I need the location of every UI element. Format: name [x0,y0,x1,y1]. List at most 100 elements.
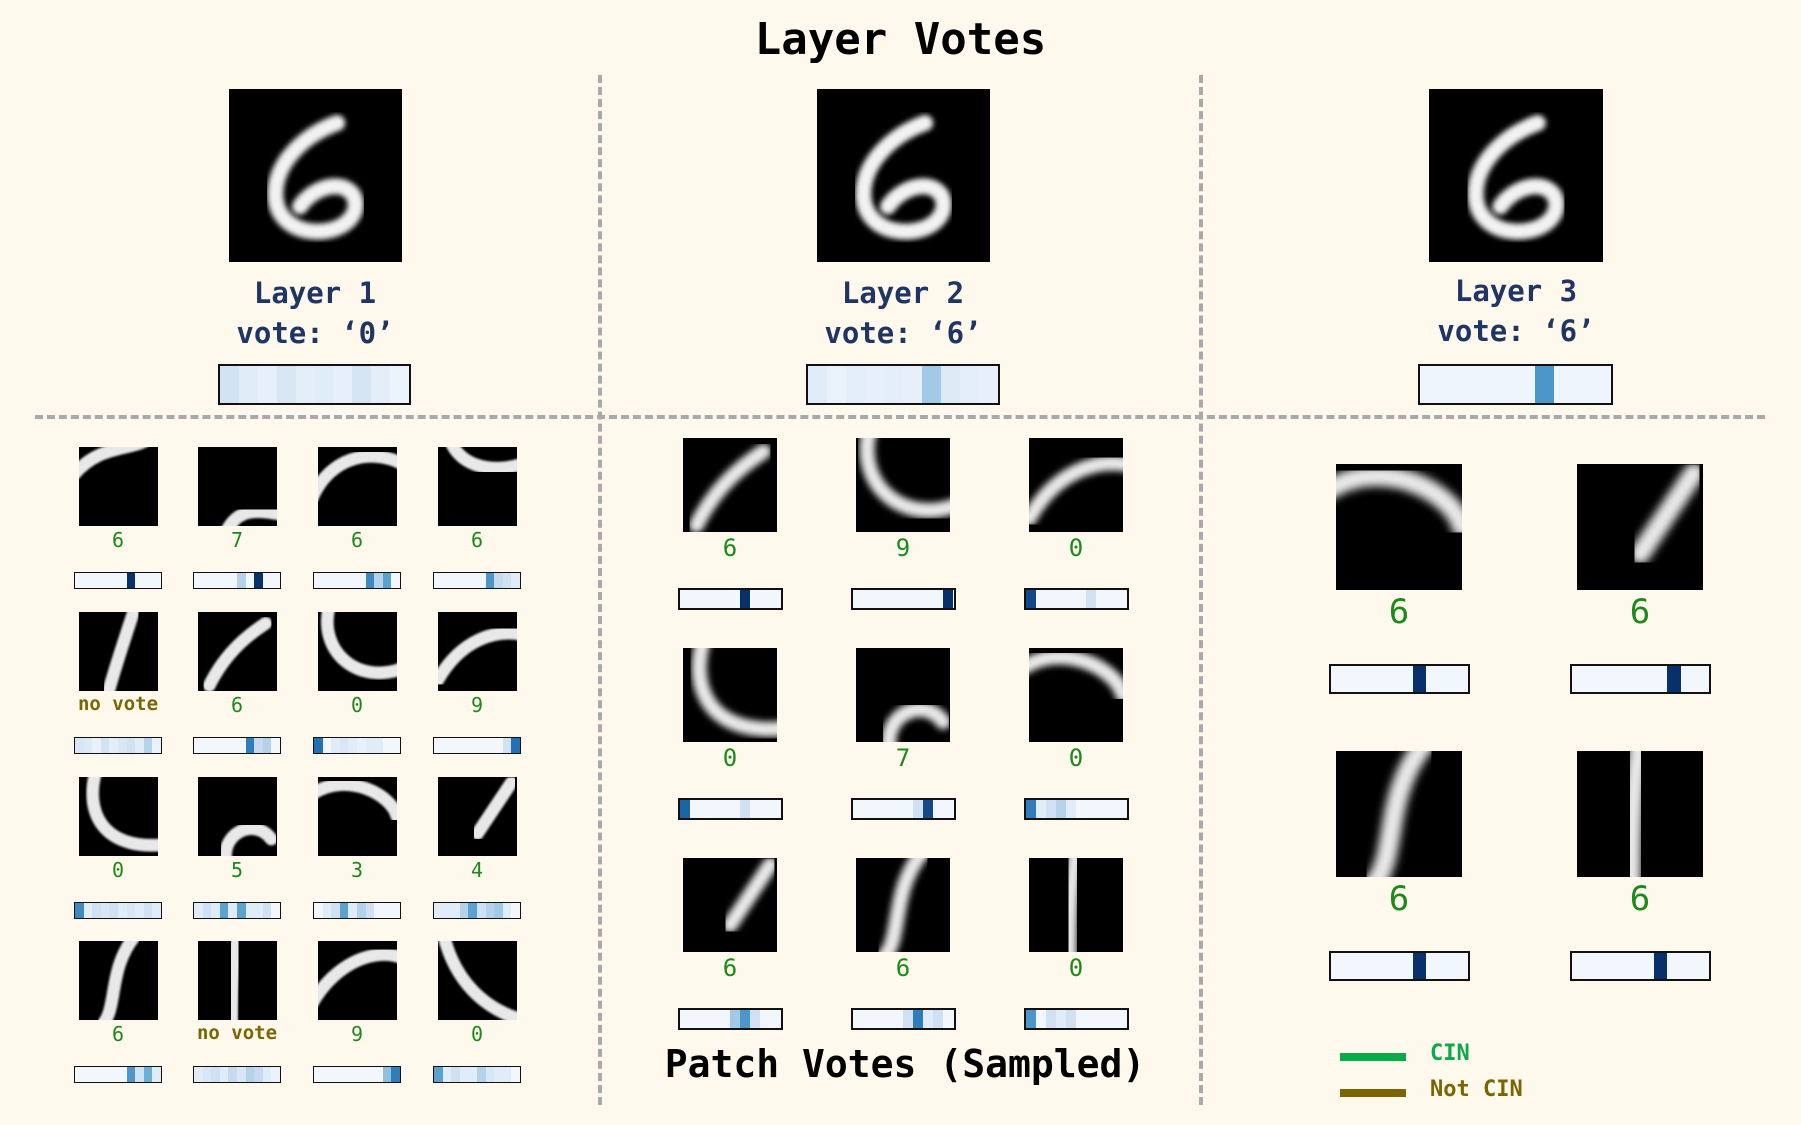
layer-3-patch-3-vote-bar-class-8-cell [1440,953,1454,979]
layer-1-patch-8-vote-bar-class-2-cell [451,738,460,753]
patch-stroke [317,778,397,823]
layer-1-patch-10-vote-bar-class-1-cell [202,903,212,918]
layer-1-patch-10-label: 5 [230,858,244,882]
layer-3-patch-3-vote-bar-class-4-cell [1385,953,1400,979]
layer-2-patch-5-vote-bar-class-7-cell [923,800,934,818]
layer-2-patch-2-vote-bar-class-0-cell [852,590,863,608]
layer-2-patch-7-label: 6 [722,954,738,982]
layer-3-vote-bar-class-8-cell [1572,366,1592,403]
layer-3-patch-1-vote-bar-class-9-cell [1453,666,1468,692]
layer-1-patch-3-vote-bar-class-1-cell [322,573,332,588]
layer-2-patch-4-vote-bar [677,798,783,820]
layer-2-patch-2-vote-bar-class-2-cell [872,590,883,608]
layer-3-name: Layer 3 [1454,274,1578,308]
layer-1-patch-12-vote-bar-class-2-cell [451,903,460,918]
patch-stroke [445,447,517,475]
layer-2-vote-bar-class-4-cell [884,366,903,403]
layer-1-patch-8-image [437,612,517,691]
layer-2-patch-2-vote-bar [850,588,956,610]
layer-1-patch-8-vote-bar-class-4-cell [468,738,477,753]
layer-3-patch-1-vote-bar-class-6-cell [1412,666,1427,692]
layer-1-patch-15-vote-bar-class-1-cell [322,1067,332,1082]
layer-2-patch-8-vote-bar-class-2-cell [872,1010,883,1028]
layer-2-patch-9-vote-bar-class-7-cell [1096,1010,1107,1028]
layer-1-patch-8-label: 9 [470,693,484,717]
row-divider [35,415,1765,419]
layer-1-patch-12-vote-bar-class-7-cell [494,903,503,918]
layer-3-patch-3-vote-bar [1328,951,1470,981]
layer-2-patch-1-image [683,438,777,532]
layer-1-vote: vote: ‘0’ [236,316,394,350]
layer-2-patch-9-vote-bar-class-4-cell [1065,1010,1076,1028]
layer-2-patch-8-vote-bar-class-1-cell [862,1010,873,1028]
layer-3-patch-4-vote-bar-class-0-cell [1571,953,1586,979]
layer-1-patch-8-vote-bar-class-8-cell [502,738,512,753]
layer-1-patch-10-vote-bar-class-9-cell [271,903,280,918]
patch-stroke [437,626,517,687]
layer-2-patch-7-vote-bar-class-6-cell [740,1010,751,1028]
layer-2-patch-9-vote-bar-class-5-cell [1075,1010,1087,1028]
layer-2-patch-6-image [1029,648,1123,742]
layer-1-patch-2-vote-bar-class-6-cell [245,573,255,588]
patch-stroke [878,858,928,952]
layer-3-patch-4-vote-bar-class-6-cell [1653,953,1668,979]
layer-2-patch-6-vote-bar-class-8-cell [1106,800,1117,818]
layer-1-name: Layer 1 [253,276,377,310]
layer-1-patch-14-vote-bar-class-5-cell [236,1067,246,1082]
layer-2-patch-1-vote-bar-class-0-cell [679,590,690,608]
layer-1-patch-14-vote-bar-class-3-cell [219,1067,229,1082]
layer-1-patch-8-vote-bar-class-6-cell [485,738,495,753]
layer-3-patch-2-vote-bar-class-4-cell [1626,666,1641,692]
layer-1-patch-6-image [197,612,277,691]
layer-2-patch-1-vote-bar-class-9-cell [770,590,781,608]
layer-1-patch-4-label: 6 [470,528,484,552]
layer-1-patch-10-vote-bar-class-5-cell [236,903,246,918]
layer-1-patch-11-image [317,777,397,856]
layer-2-patch-8-vote-bar-class-6-cell [913,1010,924,1028]
layer-1-patch-5-vote-bar-class-1-cell [83,738,93,753]
layer-3-vote-bar-class-5-cell [1515,366,1535,403]
layer-1-patch-6-vote-bar-class-7-cell [254,738,263,753]
patch-stroke [202,616,272,691]
patch-stroke [97,941,139,1020]
layer-2-patch-7-vote-bar-class-7-cell [750,1010,761,1028]
layer-1-patch-16-vote-bar-class-4-cell [468,1067,477,1082]
layer-1-patch-12-vote-bar-class-9-cell [511,903,520,918]
layer-1-patch-16-vote-bar-class-1-cell [442,1067,452,1082]
layer-1-patch-8-vote-bar-class-7-cell [494,738,503,753]
layer-2-patch-3-image [1029,438,1123,532]
column-divider [598,75,602,1105]
layer-3-patch-1-vote-bar [1328,664,1470,694]
layer-3-patch-4-vote-bar-class-2-cell [1598,953,1613,979]
layer-2-patch-6-vote-bar [1023,798,1129,820]
layer-2-patch-4-vote-bar-class-6-cell [740,800,751,818]
layer-1-patch-16-image [437,941,517,1020]
layer-2-patch-3-vote-bar-class-9-cell [1116,590,1127,608]
layer-2-vote-bar-class-7-cell [941,366,960,403]
layer-1-patch-11-label: 3 [350,858,364,882]
layer-1-patch-12-label: 4 [470,858,484,882]
layer-1-patch-9-vote-bar-class-6-cell [126,903,136,918]
layer-2-patch-3-vote-bar-class-7-cell [1096,590,1107,608]
layer-2-patch-7-vote-bar-class-9-cell [770,1010,781,1028]
patch-stroke [688,443,772,532]
layer-2-patch-4-image [683,648,777,742]
layer-1-patch-14-vote-bar-class-9-cell [271,1067,280,1082]
layer-2-patch-4-vote-bar-class-2-cell [699,800,710,818]
patch-stroke [320,612,397,680]
layer-2-patch-7-vote-bar-class-2-cell [699,1010,710,1028]
layer-2-patch-9-vote-bar-class-1-cell [1035,1010,1046,1028]
layer-2-patch-1-vote-bar-class-6-cell [740,590,751,608]
layer-1-vote-bar-class-0-cell [220,366,239,403]
patch-stroke [317,450,397,501]
layer-1-patch-16-vote-bar [433,1066,521,1083]
layer-3-patch-1-vote-bar-class-3-cell [1371,666,1386,692]
layer-2-patch-5-vote-bar-class-5-cell [902,800,914,818]
layer-1-patch-2-vote-bar [193,572,281,589]
layer-2-patch-5-label: 7 [895,744,911,772]
layer-3-patch-3-vote-bar-class-2-cell [1357,953,1372,979]
layer-1-patch-4-vote-bar-class-8-cell [502,573,512,588]
layer-1-vote-bar-class-3-cell [276,366,296,403]
layer-1-patch-12-vote-bar-class-1-cell [442,903,452,918]
